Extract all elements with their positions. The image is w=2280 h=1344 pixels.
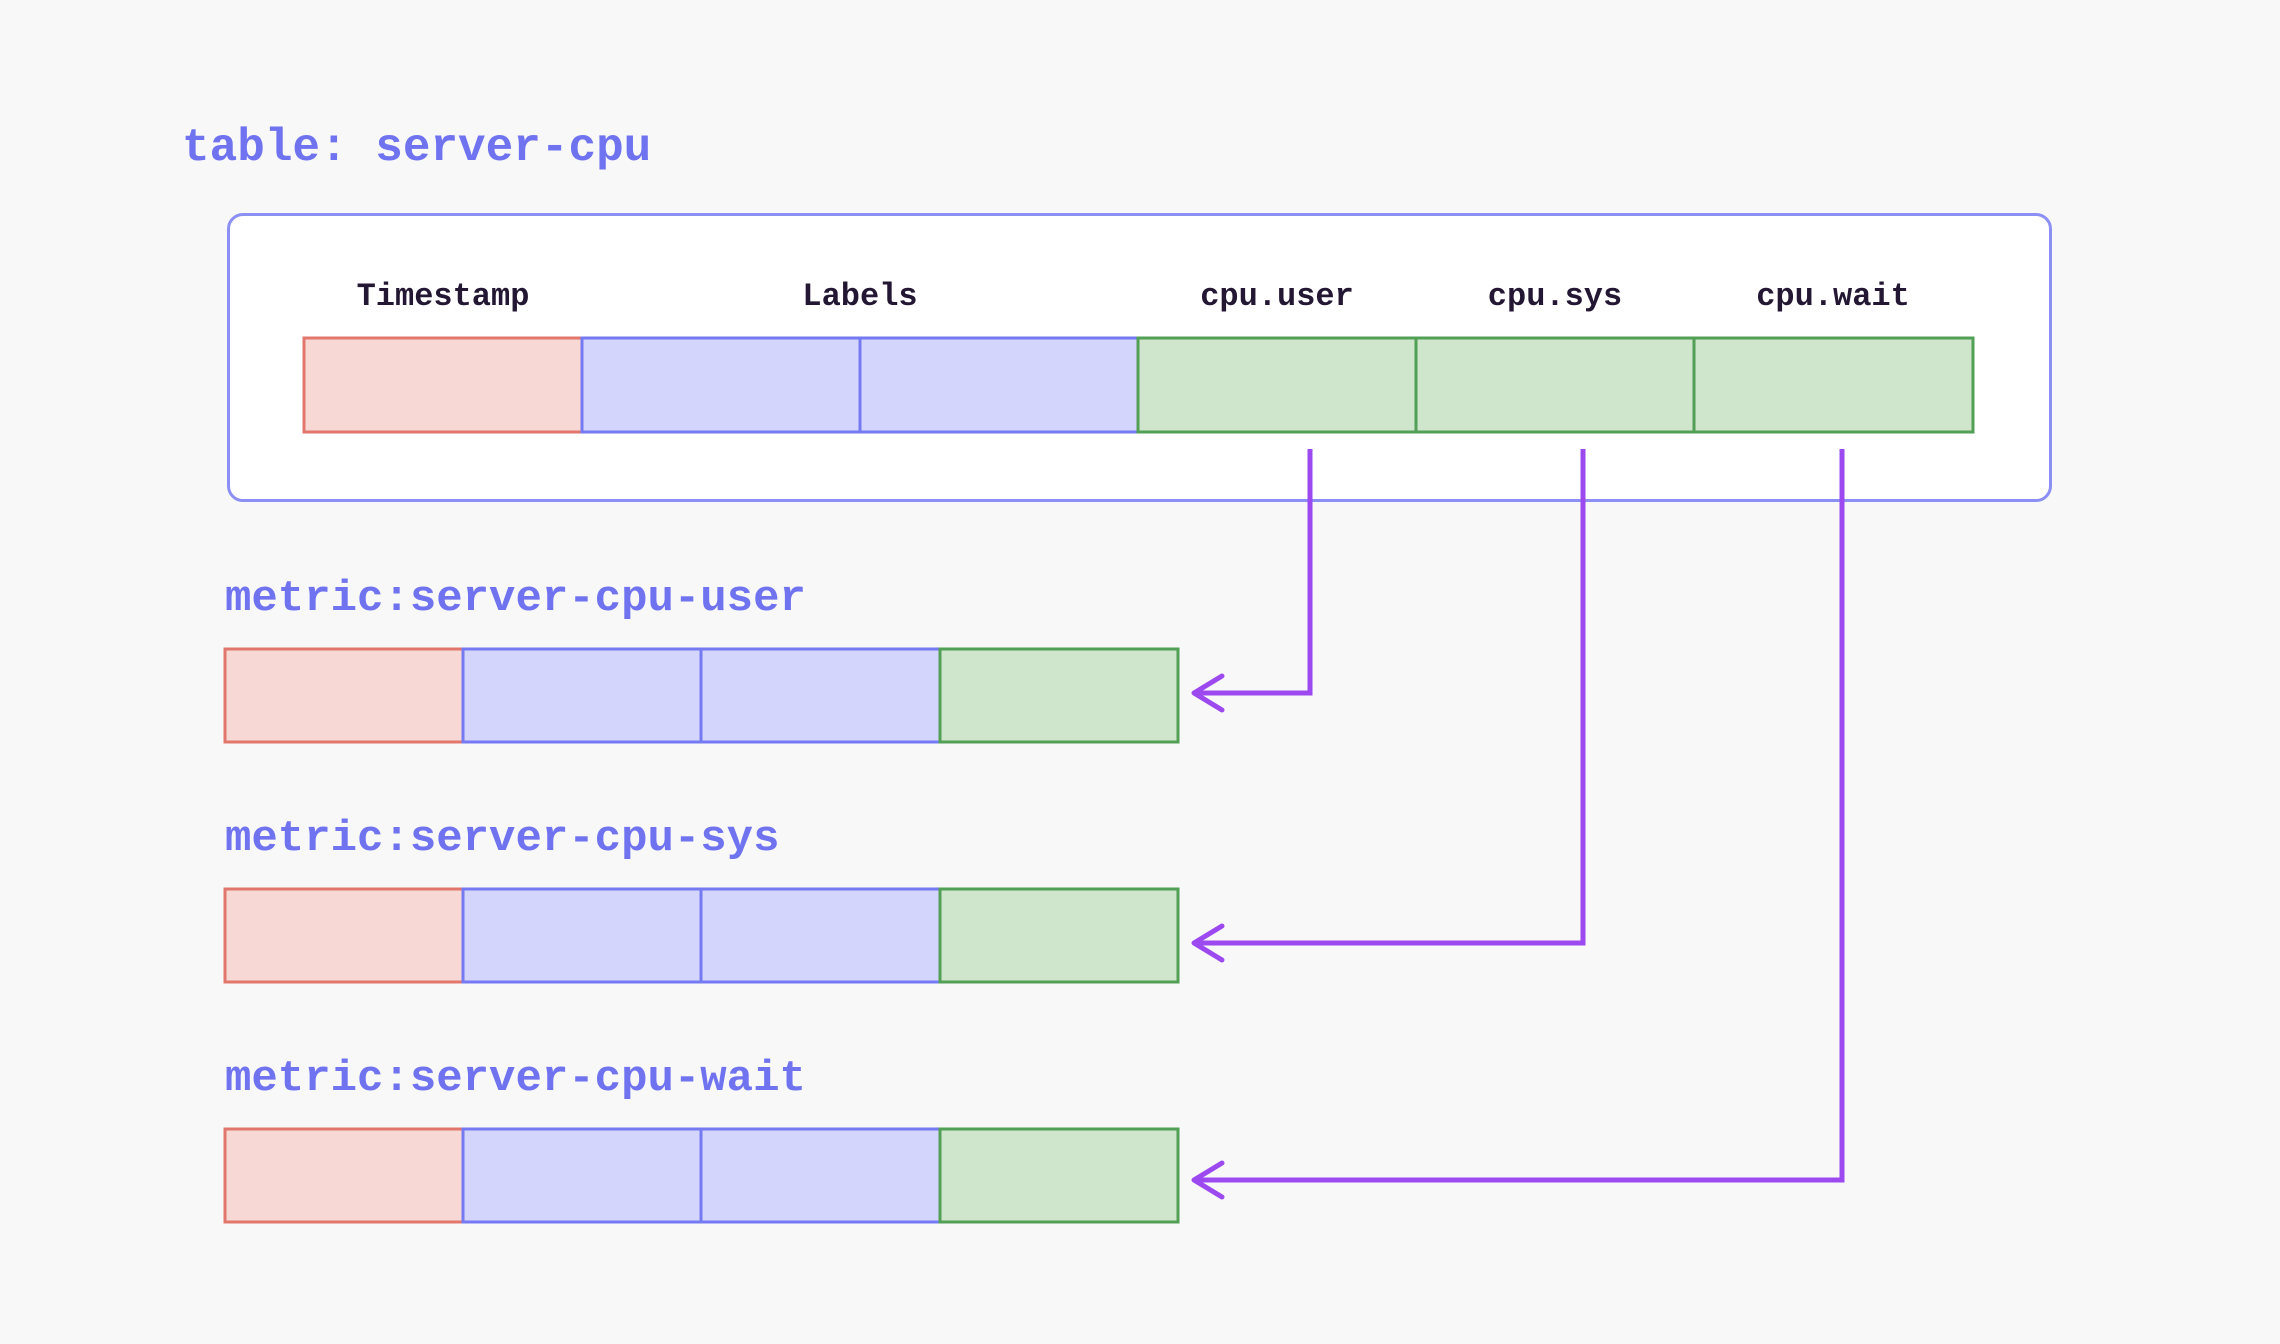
metric-labels-cell-1: [461, 887, 703, 984]
table-row: [302, 336, 1975, 434]
table-cpu-wait-cell: [1692, 336, 1975, 434]
arrow-head-cpu-wait: [1191, 1160, 1225, 1200]
arrow-cpu-user-to-metric: [1196, 449, 1313, 696]
metric-value-cell: [938, 1127, 1180, 1224]
table-cpu-user-cell: [1136, 336, 1418, 434]
column-header-labels: Labels: [802, 278, 918, 315]
column-header-cpu-wait: cpu.wait: [1756, 278, 1910, 315]
metric-row-server-cpu-user: [223, 647, 1180, 744]
table-title: table: server-cpu: [182, 122, 652, 174]
column-header-cpu-sys: cpu.sys: [1487, 278, 1623, 315]
table-labels-cell-1: [580, 336, 862, 434]
column-header-cpu-user: cpu.user: [1200, 278, 1354, 315]
metric-label-server-cpu-user: metric:server-cpu-user: [225, 574, 806, 624]
mapping-arrows: [1191, 449, 1845, 1200]
table-cpu-sys-cell: [1414, 336, 1696, 434]
metric-labels-cell-2: [699, 1127, 942, 1224]
arrow-cpu-sys-to-metric: [1196, 449, 1586, 946]
metric-labels-cell-1: [461, 1127, 703, 1224]
column-header-timestamp: Timestamp: [356, 278, 530, 315]
metric-value-cell: [938, 887, 1180, 984]
metric-timestamp-cell: [223, 647, 465, 744]
metric-timestamp-cell: [223, 887, 465, 984]
metric-labels-cell-2: [699, 647, 942, 744]
arrow-cpu-wait-to-metric: [1196, 449, 1845, 1183]
metric-value-cell: [938, 647, 1180, 744]
metric-labels-cell-1: [461, 647, 703, 744]
table-timestamp-cell: [302, 336, 584, 434]
arrow-head-cpu-sys: [1191, 923, 1225, 963]
metric-row-server-cpu-wait: [223, 1127, 1180, 1224]
arrow-head-cpu-user: [1191, 673, 1225, 713]
metric-row-server-cpu-sys: [223, 887, 1180, 984]
metric-labels-cell-2: [699, 887, 942, 984]
metric-timestamp-cell: [223, 1127, 465, 1224]
metric-label-server-cpu-sys: metric:server-cpu-sys: [225, 814, 780, 864]
table-labels-cell-2: [858, 336, 1140, 434]
metric-label-server-cpu-wait: metric:server-cpu-wait: [225, 1054, 806, 1104]
